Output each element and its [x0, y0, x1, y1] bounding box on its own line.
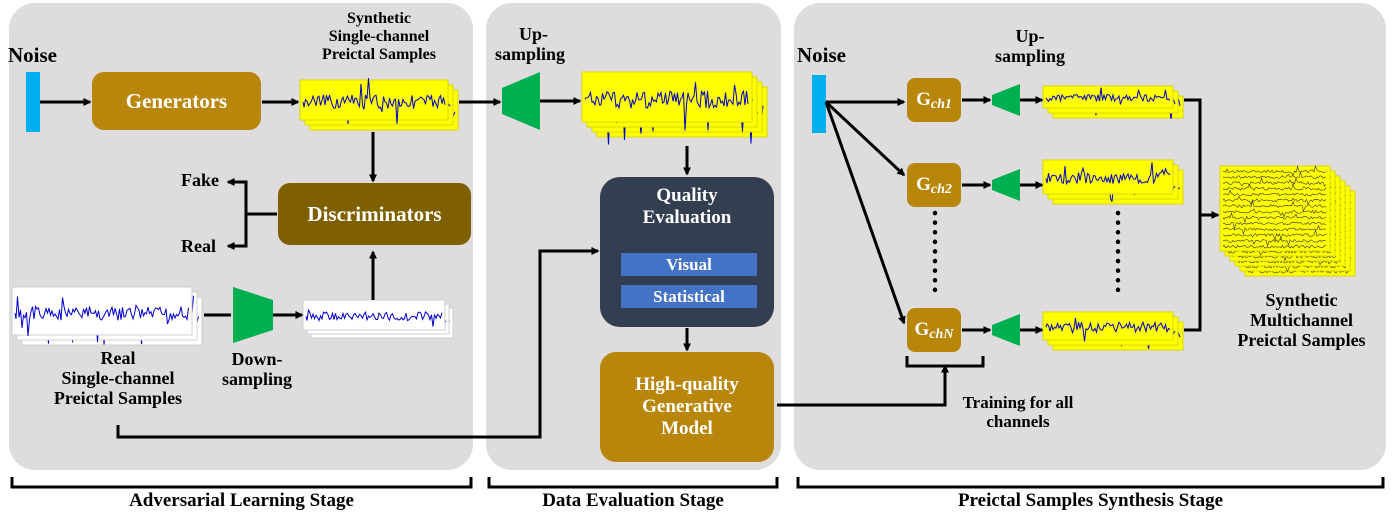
- upsampled-samples-middle: [581, 71, 768, 145]
- arrow-disc-fake: [226, 178, 277, 216]
- stage-title-evaluation: Data Evaluation Stage: [542, 490, 724, 511]
- upsampling-label-middle: Up- sampling: [495, 24, 590, 64]
- visual-pill: Visual: [621, 253, 757, 276]
- real-single-samples: [11, 286, 203, 346]
- real-single-label: Real Single-channel Preictal Samples: [32, 348, 204, 408]
- synthetic-single-samples: [299, 77, 459, 131]
- noise-bar-left: [26, 72, 40, 132]
- stage-title-synthesis: Preictal Samples Synthesis Stage: [957, 490, 1224, 511]
- synthetic-multi-line-3: Preictal Samples: [1237, 330, 1366, 351]
- hq-generative-model-box: High-quality Generative Model: [600, 352, 774, 462]
- synthetic-single-line-2: Single-channel: [328, 27, 430, 45]
- g-chN-sub: chN: [929, 327, 954, 342]
- g-ch1-base: G: [916, 89, 931, 110]
- upsampling-right-line-2: sampling: [994, 46, 1066, 67]
- merge-bracket: [1184, 98, 1202, 332]
- training-line-1: Training for all: [962, 393, 1074, 412]
- training-bracket: [905, 356, 985, 368]
- g-chN-base: G: [914, 319, 930, 340]
- g-ch2-base: G: [916, 174, 931, 195]
- stage-bracket-adversarial: [10, 477, 473, 489]
- ch2-samples: [1042, 159, 1184, 205]
- real-single-line-1: Real: [100, 348, 136, 368]
- noise-bar-right: [812, 75, 826, 133]
- quality-line-1: Quality: [656, 185, 718, 206]
- real-single-line-3: Preictal Samples: [53, 388, 183, 409]
- ch1-samples: [1042, 85, 1184, 119]
- upsampling-middle-line-1: Up-: [519, 24, 549, 44]
- noise-label-right: Noise: [797, 43, 846, 67]
- arrow-hq-training: [777, 364, 949, 407]
- synthetic-multi-line-1: Synthetic: [1265, 290, 1338, 310]
- g-ch2-sub: ch2: [930, 182, 952, 197]
- statistical-pill: Statistical: [621, 285, 757, 308]
- hq-line-2: Generative: [642, 396, 732, 418]
- downsampled-samples: [302, 299, 454, 339]
- generators-box: Generators: [92, 72, 261, 130]
- downsampling-line-2: sampling: [221, 369, 293, 390]
- quality-line-2: Evaluation: [642, 206, 732, 228]
- training-label: Training for all channels: [943, 393, 1093, 431]
- real-output-label: Real: [181, 236, 216, 256]
- arrow-real-quality: [116, 247, 600, 439]
- hq-line-3: Model: [661, 417, 713, 439]
- synthetic-multi-line-2: Multichannel: [1249, 310, 1353, 331]
- downsampling-label: Down- sampling: [212, 349, 302, 389]
- upsampling-label-right: Up- sampling: [985, 26, 1075, 66]
- fake-label: Fake: [181, 170, 219, 190]
- chN-samples: [1042, 311, 1184, 351]
- upsampler-ch2: [992, 169, 1020, 201]
- multichannel-samples: [1219, 165, 1356, 277]
- arrow-disc-real: [226, 214, 248, 250]
- upsampler-ch1: [992, 84, 1020, 116]
- synthetic-multi-label: Synthetic Multichannel Preictal Samples: [1224, 290, 1379, 350]
- upsampler-chN: [992, 314, 1020, 346]
- stage-bracket-synthesis: [796, 477, 1385, 489]
- arrow-noise-gchN: [824, 101, 906, 325]
- stage-title-adversarial: Adversarial Learning Stage: [129, 490, 354, 511]
- sample-stacks: [11, 71, 1356, 351]
- real-single-line-2: Single-channel: [61, 368, 175, 389]
- downsampler-left: [233, 287, 273, 343]
- discriminators-box: Discriminators: [278, 183, 471, 245]
- stage-bracket-evaluation: [487, 477, 779, 489]
- downsampling-line-1: Down-: [231, 349, 283, 369]
- noise-label-left: Noise: [8, 43, 57, 67]
- hq-line-1: High-quality: [635, 374, 739, 396]
- synthetic-single-line-1: Synthetic: [347, 10, 411, 27]
- g-ch1-sub: ch1: [930, 97, 952, 112]
- upsampling-middle-line-2: sampling: [495, 44, 566, 65]
- upsampler-middle: [502, 72, 540, 130]
- arrow-noise-gch2: [824, 100, 906, 177]
- synthetic-single-label: Synthetic Single-channel Preictal Sample…: [303, 10, 455, 64]
- upsampling-right-line-1: Up-: [1015, 26, 1045, 46]
- training-line-2: channels: [986, 412, 1050, 432]
- synthetic-single-line-3: Preictal Samples: [322, 45, 436, 63]
